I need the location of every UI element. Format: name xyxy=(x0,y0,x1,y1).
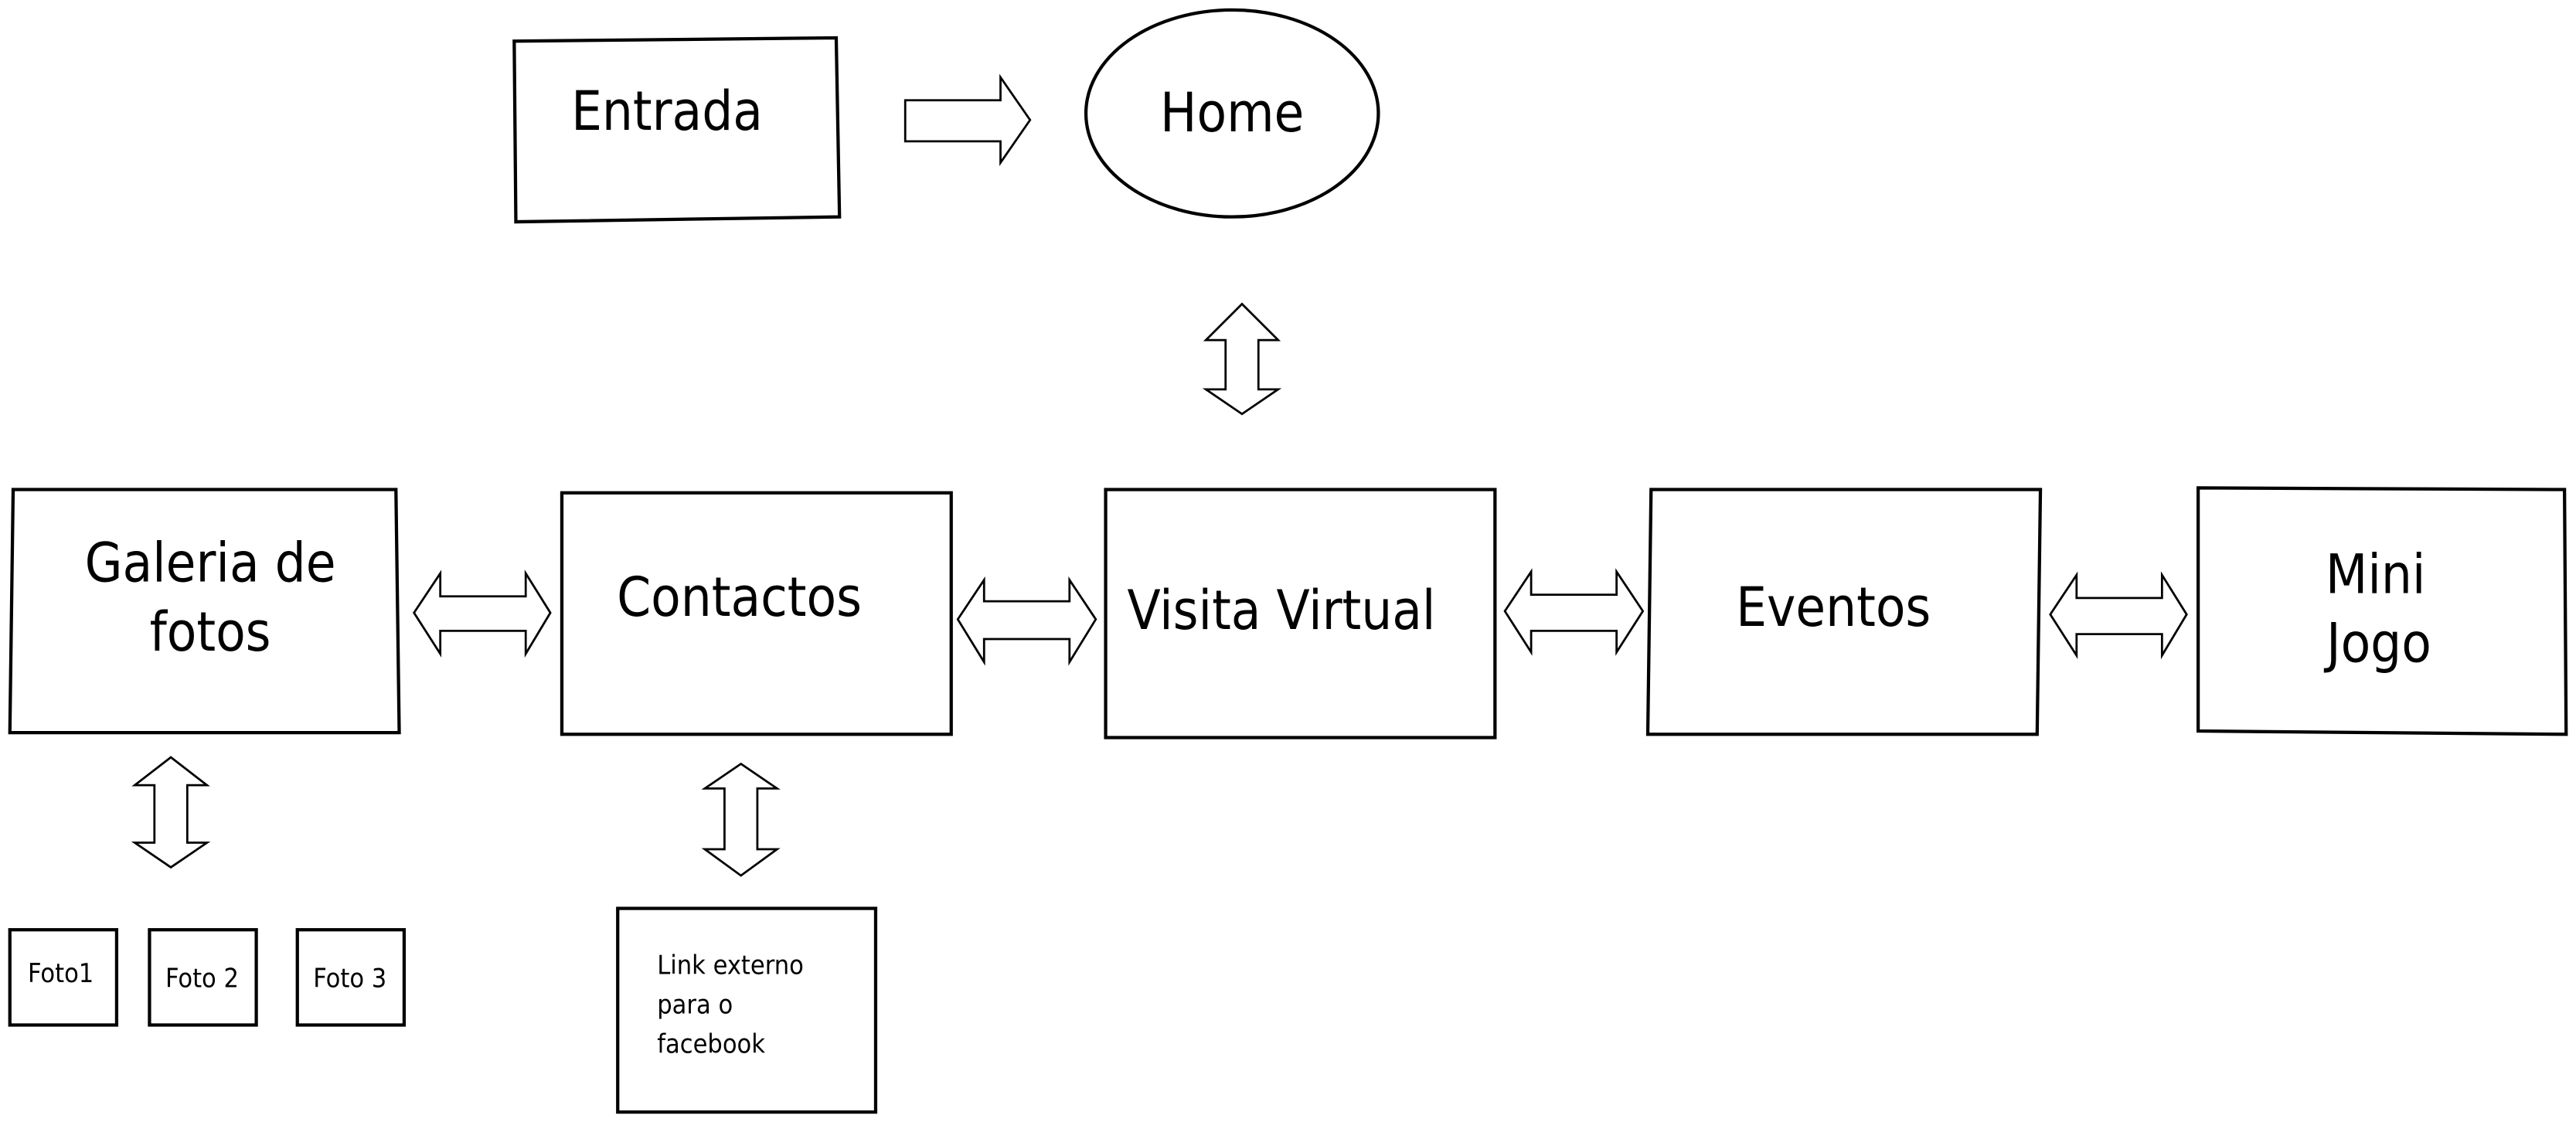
node-eventos-label: Eventos xyxy=(1736,576,1931,639)
node-entrada: Entrada xyxy=(512,36,842,224)
node-entrada-label: Entrada xyxy=(571,80,763,143)
node-foto2-label: Foto 2 xyxy=(165,964,239,994)
node-mini-jogo: Mini Jogo xyxy=(2196,486,2568,736)
node-foto3: Foto 3 xyxy=(295,928,407,1027)
node-foto3-label: Foto 3 xyxy=(313,964,386,994)
node-galeria-label-line1: Galeria de xyxy=(85,532,336,595)
node-galeria-de-fotos: Galeria de fotos xyxy=(8,488,401,735)
double-arrow-vertical-icon xyxy=(131,756,211,869)
double-arrow-horizontal-icon xyxy=(1503,568,1645,656)
double-arrow-vertical-icon xyxy=(1202,302,1282,416)
node-foto1: Foto1 xyxy=(8,928,119,1027)
double-arrow-horizontal-icon xyxy=(2049,571,2188,660)
node-foto2: Foto 2 xyxy=(148,928,258,1027)
node-home: Home xyxy=(1084,8,1380,219)
node-contactos: Contactos xyxy=(560,491,953,736)
node-eventos: Eventos xyxy=(1645,488,2043,736)
double-arrow-horizontal-icon xyxy=(413,570,552,658)
double-arrow-vertical-icon xyxy=(701,762,781,877)
node-contactos-label: Contactos xyxy=(617,566,862,629)
node-facebook-label-line3: facebook xyxy=(657,1029,765,1060)
node-minijogo-label-line2: Jogo xyxy=(2323,612,2431,675)
node-link-facebook: Link externo para o facebook xyxy=(616,906,878,1114)
node-facebook-label-line2: para o xyxy=(657,990,733,1021)
arrow-right-icon xyxy=(903,73,1032,166)
node-facebook-label-line1: Link externo xyxy=(657,950,804,981)
node-visita-label: Visita Virtual xyxy=(1128,579,1436,642)
node-home-label: Home xyxy=(1160,81,1304,144)
double-arrow-horizontal-icon xyxy=(956,576,1097,666)
node-minijogo-label-line1: Mini xyxy=(2326,542,2426,606)
node-galeria-label-line2: fotos xyxy=(150,600,271,664)
node-foto1-label: Foto1 xyxy=(28,958,94,989)
node-visita-virtual: Visita Virtual xyxy=(1104,488,1497,740)
